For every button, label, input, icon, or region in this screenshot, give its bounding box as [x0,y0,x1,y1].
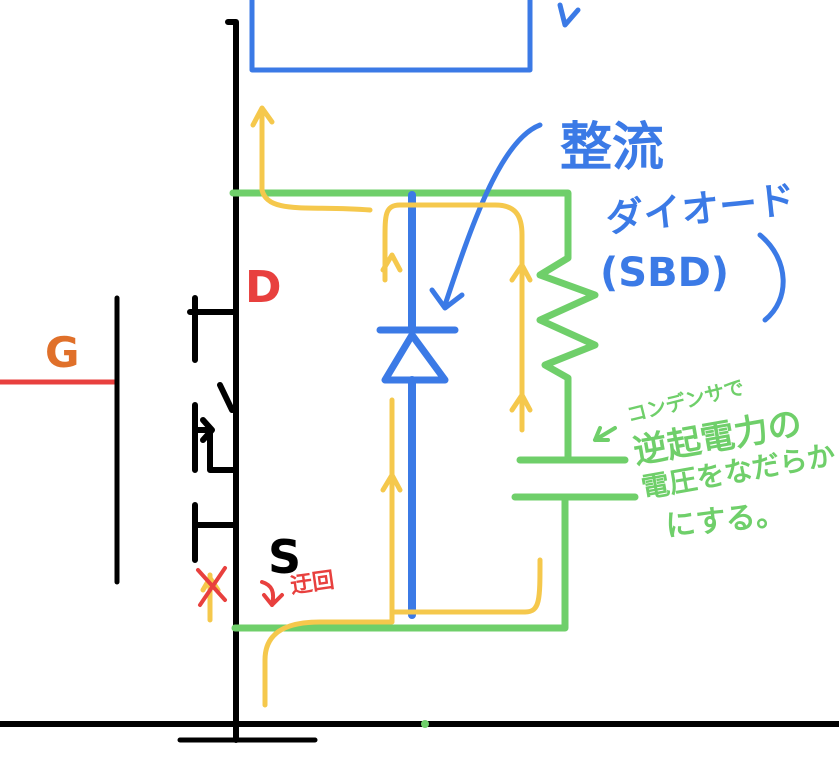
diode-abbr: (SBD) [600,250,730,296]
detour-arrow-icon [260,580,284,607]
source-label: S [268,530,302,584]
pointer-arrow [429,122,543,311]
drain-label: D [245,262,282,313]
detour-label: 迂回 [288,568,336,599]
load-box [249,0,533,73]
current-path [200,105,543,708]
diode-symbol [376,326,459,384]
mosfet-channel [187,295,236,563]
blue-mark [557,2,581,28]
sbd-paren [757,232,786,323]
drain-source-wire [225,19,239,743]
snubber-circuit [229,189,639,632]
note-arrow-icon [593,426,617,442]
gate-label: G [45,328,80,377]
blocked-x-icon [196,566,227,607]
diode-title: 整流 [560,118,665,178]
